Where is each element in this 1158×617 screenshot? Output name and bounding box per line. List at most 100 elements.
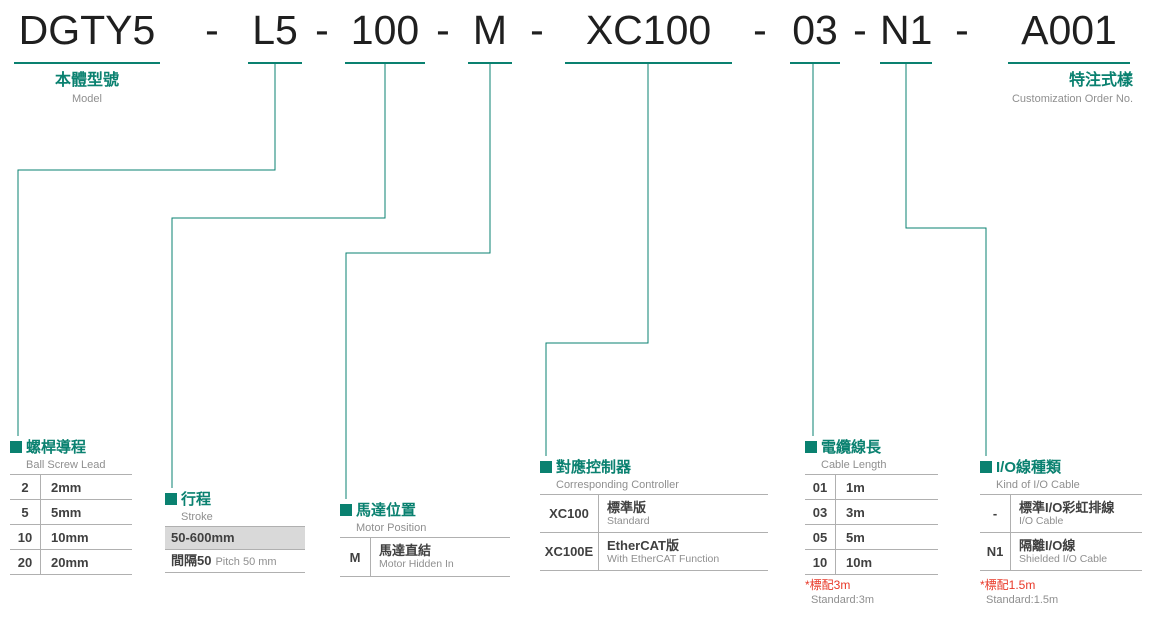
model-segment-body: DGTY5	[14, 6, 160, 64]
row-code: 10	[10, 525, 41, 549]
table-row: 5 5mm	[10, 500, 132, 525]
cable-length-title-en: Cable Length	[821, 459, 887, 471]
row-code: 10	[805, 550, 836, 574]
row-code: XC100	[540, 495, 599, 532]
bullet-square-icon	[165, 493, 177, 505]
io-cable-note-zh: *標配1.5m	[980, 578, 1036, 592]
cable-length-note-zh: *標配3m	[805, 578, 851, 592]
row-code: 2	[10, 475, 41, 499]
row-value: 馬達直結 Motor Hidden In	[371, 538, 454, 576]
model-separator: -	[753, 7, 767, 53]
connector-line	[545, 64, 649, 456]
stroke-pitch-en: Pitch 50 mm	[215, 556, 277, 568]
model-segment-controller: XC100	[565, 6, 732, 64]
row-value: 隔離I/O線 Shielded I/O Cable	[1011, 533, 1107, 570]
model-separator: -	[315, 7, 329, 53]
model-segment-cable: 03	[790, 6, 840, 64]
customization-label: 特注式樣 Customization Order No.	[943, 72, 1133, 105]
row-value-zh: EtherCAT版	[607, 537, 679, 553]
row-code: M	[340, 538, 371, 576]
cable-length-note: *標配3m Standard:3m	[805, 578, 874, 607]
controller-title-en: Corresponding Controller	[556, 479, 679, 491]
row-value: 3m	[846, 504, 865, 520]
controller-table: XC100 標準版 Standard XC100E EtherCAT版 With…	[540, 494, 768, 571]
io-cable-note: *標配1.5m Standard:1.5m	[980, 578, 1058, 607]
model-label-en: Model	[72, 93, 102, 105]
controller-header: 對應控制器 Corresponding Controller	[540, 456, 679, 491]
cable-length-note-en: Standard:3m	[811, 594, 874, 606]
model-segment-custom: A001	[1008, 6, 1130, 64]
model-separator: -	[436, 7, 450, 53]
model-separator: -	[205, 7, 219, 53]
row-code: 01	[805, 475, 836, 499]
row-value: EtherCAT版 With EtherCAT Function	[599, 533, 719, 570]
table-row: 20 20mm	[10, 550, 132, 575]
bullet-square-icon	[10, 441, 22, 453]
model-segment-io: N1	[880, 6, 932, 64]
stroke-title-en: Stroke	[181, 511, 213, 523]
ball-screw-lead-header: 螺桿導程 Ball Screw Lead	[10, 436, 106, 471]
row-value-zh: 隔離I/O線	[1019, 537, 1076, 553]
model-label: 本體型號 Model	[14, 72, 160, 105]
row-code: 05	[805, 525, 836, 549]
cable-length-title-zh: 電纜線長	[821, 439, 882, 456]
model-separator: -	[853, 7, 867, 53]
motor-position-title-zh: 馬達位置	[356, 502, 417, 519]
table-row: XC100E EtherCAT版 With EtherCAT Function	[540, 533, 768, 571]
connector-line	[345, 64, 491, 499]
stroke-pitch-zh: 間隔50	[171, 553, 212, 568]
row-value-zh: 馬達直結	[379, 543, 432, 558]
ball-screw-lead-title-zh: 螺桿導程	[26, 439, 87, 456]
bullet-square-icon	[340, 504, 352, 516]
row-value: 5m	[846, 529, 865, 545]
bullet-square-icon	[980, 461, 992, 473]
row-value: 2mm	[51, 479, 82, 495]
row-value-zh: 標準I/O彩虹排線	[1019, 499, 1115, 515]
row-code: 5	[10, 500, 41, 524]
io-cable-table: - 標準I/O彩虹排線 I/O Cable N1 隔離I/O線 Shielded…	[980, 494, 1142, 571]
ball-screw-lead-title-en: Ball Screw Lead	[26, 459, 106, 471]
row-code: 20	[10, 550, 41, 574]
cable-length-table: 01 1m 03 3m 05 5m 10 10m	[805, 474, 938, 575]
row-code: N1	[980, 533, 1011, 570]
io-cable-title-zh: I/O線種類	[996, 459, 1062, 476]
cable-length-header: 電纜線長 Cable Length	[805, 436, 886, 471]
connector-line	[905, 64, 987, 456]
model-segment-motor: M	[468, 6, 512, 64]
table-row: 05 5m	[805, 525, 938, 550]
stroke-header: 行程 Stroke	[165, 488, 213, 523]
table-row: N1 隔離I/O線 Shielded I/O Cable	[980, 533, 1142, 571]
table-row: 03 3m	[805, 500, 938, 525]
ball-screw-lead-table: 2 2mm 5 5mm 10 10mm 20 20mm	[10, 474, 132, 575]
bullet-square-icon	[805, 441, 817, 453]
row-value: 標準版 Standard	[599, 495, 650, 532]
table-row: - 標準I/O彩虹排線 I/O Cable	[980, 495, 1142, 533]
io-cable-title-en: Kind of I/O Cable	[996, 479, 1080, 491]
row-value-en: With EtherCAT Function	[607, 552, 720, 565]
row-value-en: I/O Cable	[1019, 514, 1064, 527]
io-cable-note-en: Standard:1.5m	[986, 594, 1059, 606]
row-value-zh: 標準版	[607, 499, 647, 515]
row-value-en: Standard	[607, 514, 650, 527]
table-row: 10 10m	[805, 550, 938, 575]
table-row: 01 1m	[805, 475, 938, 500]
bullet-square-icon	[540, 461, 552, 473]
row-value-en: Shielded I/O Cable	[1019, 552, 1108, 565]
row-value: 標準I/O彩虹排線 I/O Cable	[1011, 495, 1114, 532]
model-separator: -	[955, 7, 969, 53]
table-row: 10 10mm	[10, 525, 132, 550]
row-value: 10m	[846, 554, 873, 570]
row-code: XC100E	[540, 533, 599, 570]
stroke-range: 50-600mm	[165, 527, 305, 550]
row-value: 5mm	[51, 504, 82, 520]
table-row: 2 2mm	[10, 475, 132, 500]
controller-title-zh: 對應控制器	[556, 459, 632, 476]
model-segment-lead: L5	[248, 6, 302, 64]
model-label-zh: 本體型號	[54, 72, 119, 89]
row-code: 03	[805, 500, 836, 524]
model-separator: -	[530, 7, 544, 53]
stroke-title-zh: 行程	[181, 491, 212, 508]
row-value: 1m	[846, 479, 865, 495]
